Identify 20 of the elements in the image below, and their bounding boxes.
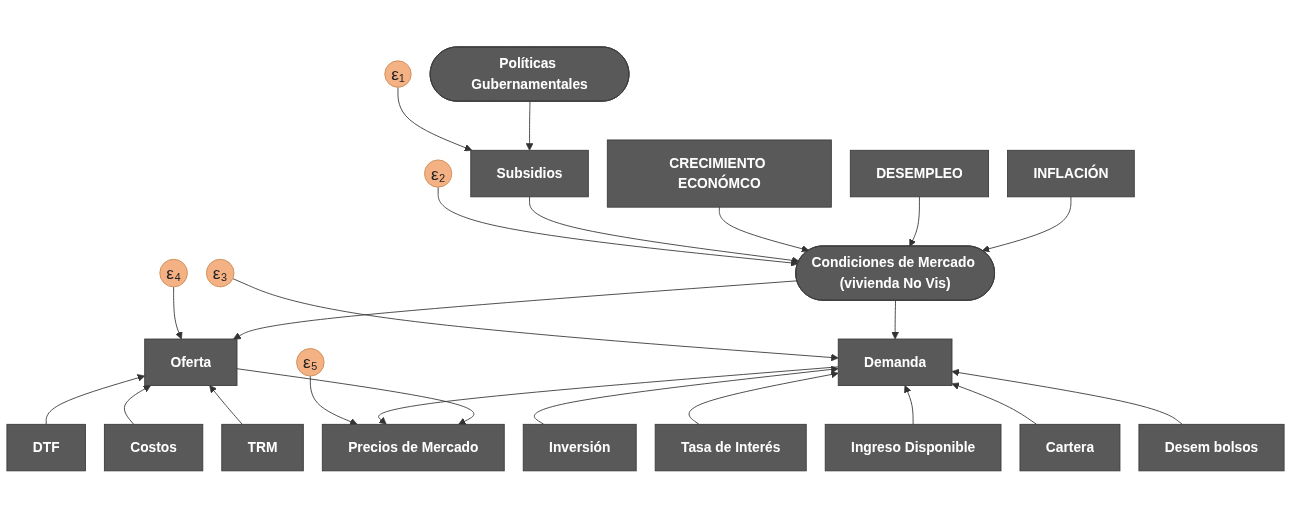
node-box: Desem bolsos [1138,423,1285,471]
node-circle: ε₁ [384,60,412,88]
node-box: CRECIMIENTO ECONÓMCO [606,139,832,208]
node-circle: ε₄ [159,258,188,287]
node-box: Inversión [522,423,637,471]
node-box: INFLACIÓN [1007,149,1135,197]
node-circle: ε₂ [424,159,453,188]
node-circle: ε₅ [296,347,325,377]
node-box: Oferta [144,338,238,386]
node-box: Demanda [837,338,953,386]
node-box: Costos [103,423,204,471]
node-box: Tasa de Interés [654,423,807,471]
node-circle: ε₃ [206,258,235,287]
node-box: Subsidios [470,149,589,197]
node-box: Ingreso Disponible [824,423,1002,471]
node-box: DESEMPLEO [849,149,989,197]
node-box: Cartera [1019,423,1121,471]
node-box: TRM [221,423,304,471]
node-box: Precios de Mercado [321,423,505,471]
node-box: DTF [6,423,86,471]
